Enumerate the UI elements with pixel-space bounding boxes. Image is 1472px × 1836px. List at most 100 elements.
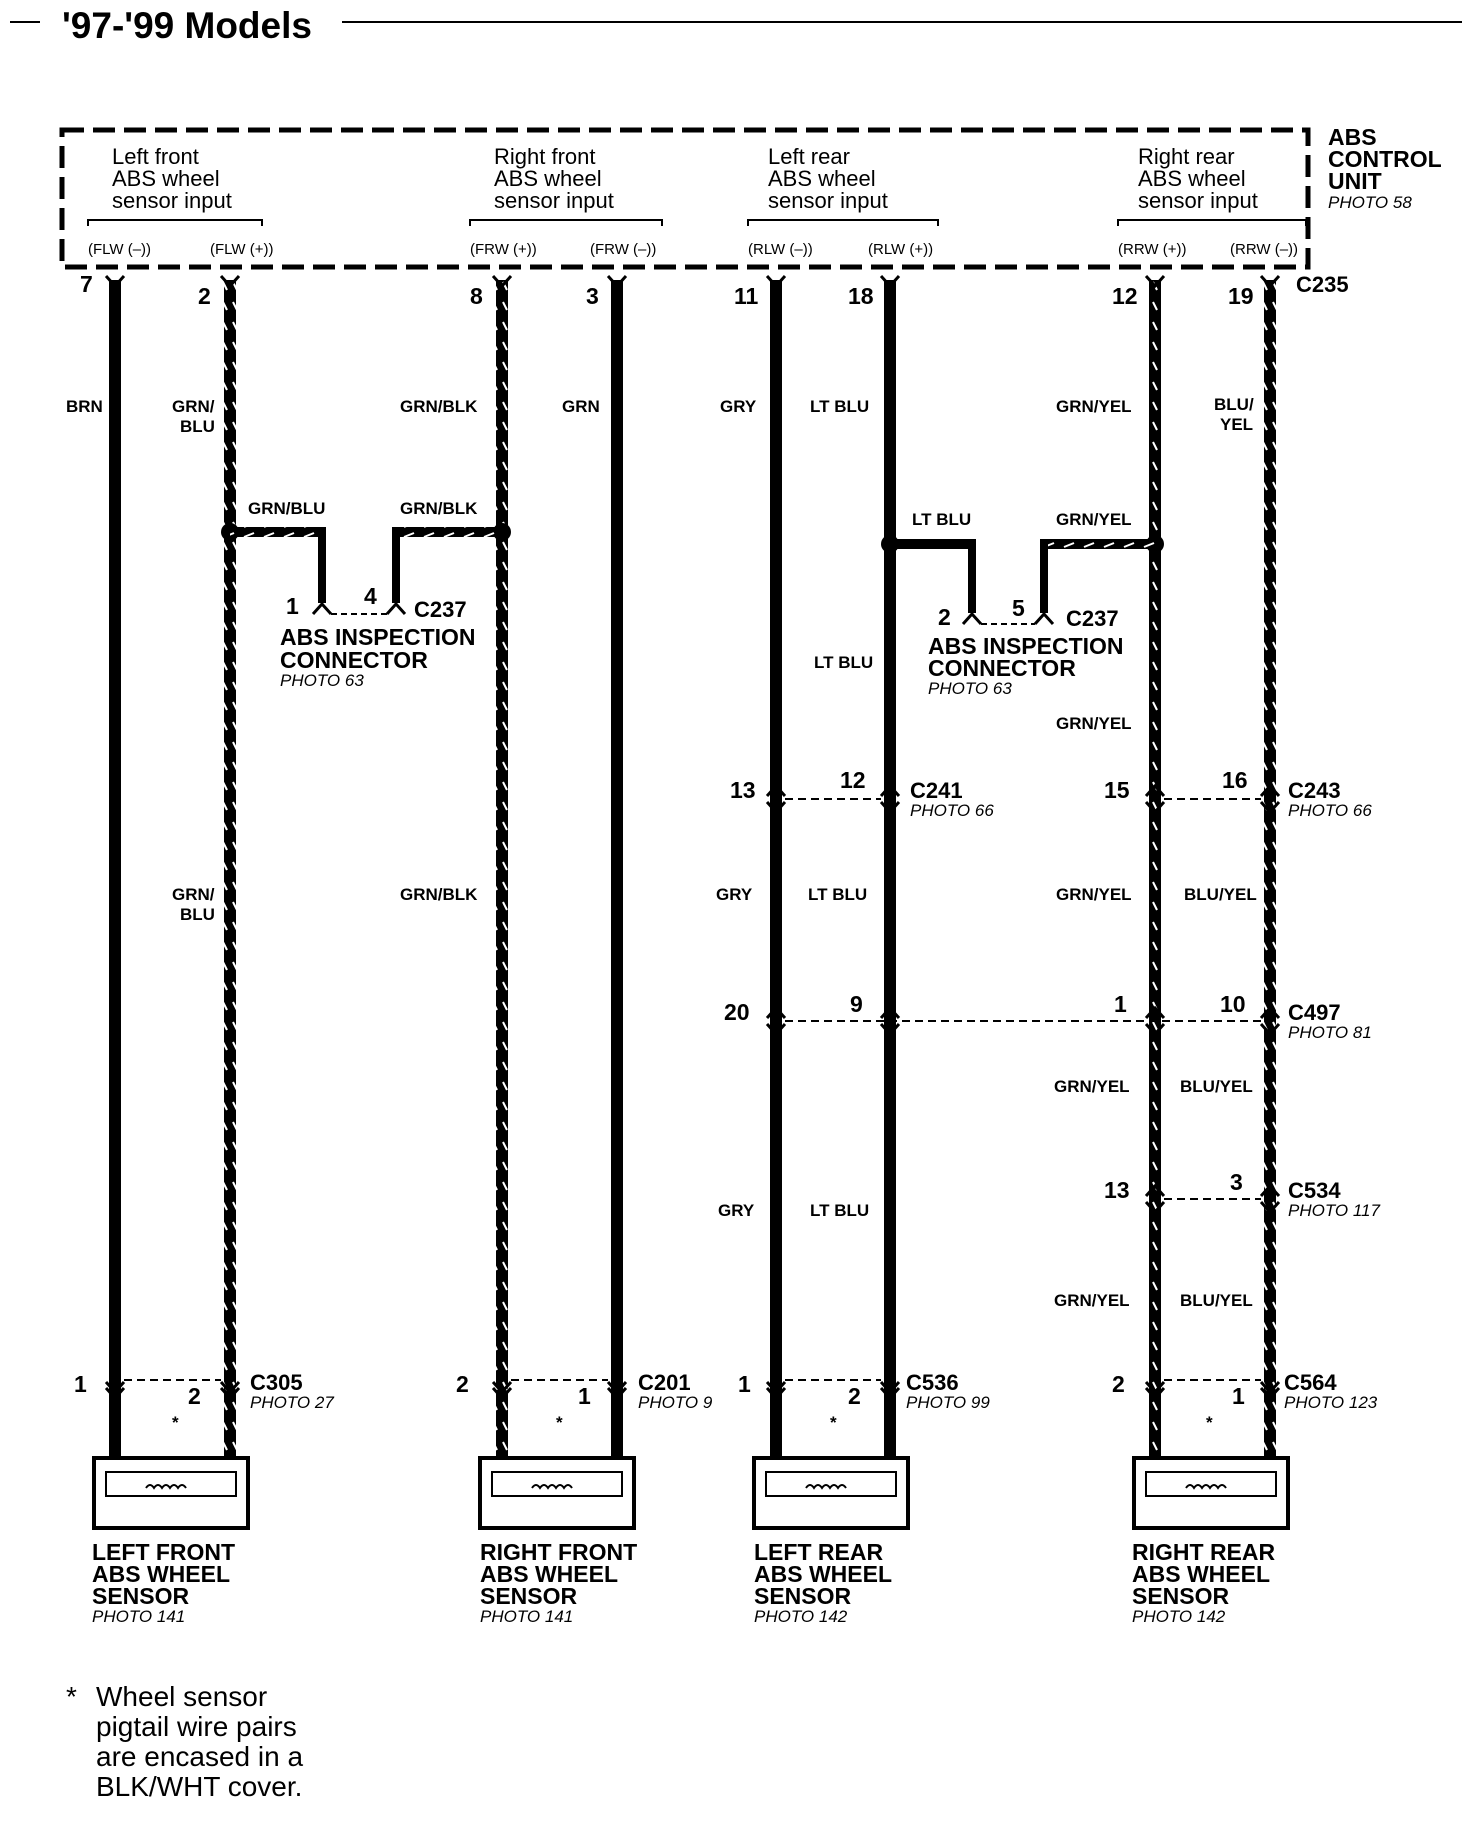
wire-grn bbox=[611, 280, 623, 1458]
sensor-boxes bbox=[92, 1456, 1290, 1530]
page-title: '97-'99 Models bbox=[10, 5, 1462, 46]
label-gry-5: GRY bbox=[718, 1201, 755, 1220]
pin-2: 2 bbox=[198, 283, 211, 309]
label-grnyel-6: GRN/YEL bbox=[1054, 1291, 1130, 1310]
sensor-rf-2: ABS WHEEL bbox=[480, 1561, 618, 1587]
c201-photo: PHOTO 9 bbox=[638, 1393, 713, 1412]
label-ltblu-h: LT BLU bbox=[912, 510, 971, 529]
sensor-connectors: * * * * 1 2 C305 PHOTO 27 2 1 C201 PHOTO… bbox=[74, 1370, 1378, 1432]
term-rlw-pos: (RLW (+)) bbox=[868, 241, 933, 258]
sensor-rf-photo: PHOTO 141 bbox=[480, 1607, 573, 1626]
rr-input-2: ABS wheel bbox=[1138, 166, 1246, 191]
c241-photo: PHOTO 66 bbox=[910, 801, 994, 820]
label-bluyel-3: BLU/YEL bbox=[1184, 885, 1257, 904]
label-ltblu-3: LT BLU bbox=[808, 885, 867, 904]
wires bbox=[109, 280, 1276, 1458]
rf-bracket bbox=[469, 219, 663, 226]
insp-left-photo: PHOTO 63 bbox=[280, 671, 364, 690]
rf-input-3: sensor input bbox=[494, 188, 614, 213]
insp-left-pin-b: 4 bbox=[364, 583, 377, 609]
sensor-rr-3: SENSOR bbox=[1132, 1583, 1230, 1609]
c241-pin-b: 12 bbox=[840, 767, 866, 793]
label-gry-3: GRY bbox=[716, 885, 753, 904]
c564-label: C564 bbox=[1284, 1370, 1337, 1395]
insp-right-label-2: CONNECTOR bbox=[928, 655, 1076, 681]
sensor-rf-3: SENSOR bbox=[480, 1583, 578, 1609]
term-rrw-neg: (RRW (–)) bbox=[1230, 241, 1298, 258]
terminal-names: (FLW (–)) (FLW (+)) (FRW (+)) (FRW (–)) … bbox=[88, 241, 1298, 258]
c201-pin-a: 2 bbox=[456, 1371, 469, 1397]
c534-label: C534 bbox=[1288, 1178, 1341, 1203]
unit-pin-numbers: 7 2 8 3 11 18 12 19 bbox=[80, 271, 1254, 309]
lf-input-2: ABS wheel bbox=[112, 166, 220, 191]
c305-label: C305 bbox=[250, 1370, 303, 1395]
insp-right-pin-a: 2 bbox=[938, 604, 951, 630]
term-flw-neg: (FLW (–)) bbox=[88, 241, 151, 258]
insp-left-pin-a: 1 bbox=[286, 593, 299, 619]
c305-photo: PHOTO 27 bbox=[250, 1393, 334, 1412]
lr-input-3: sensor input bbox=[768, 188, 888, 213]
label-ltblu-2: LT BLU bbox=[814, 653, 873, 672]
c235-pins bbox=[104, 274, 1281, 289]
rf-input-1: Right front bbox=[494, 144, 596, 169]
term-flw-pos: (FLW (+)) bbox=[210, 241, 273, 258]
pin-8: 8 bbox=[470, 283, 483, 309]
sensor-lf bbox=[92, 1456, 250, 1530]
insp-right-photo: PHOTO 63 bbox=[928, 679, 1012, 698]
pin-18: 18 bbox=[848, 283, 874, 309]
label-bluyel-a: BLU/ bbox=[1214, 395, 1254, 414]
wire-grn-yel bbox=[1149, 280, 1161, 1458]
c305-pin-a: 1 bbox=[74, 1371, 87, 1397]
c241-pin-a: 13 bbox=[730, 777, 756, 803]
insp-right-connector: C237 bbox=[1066, 606, 1119, 631]
label-grnyel-4: GRN/YEL bbox=[1054, 1077, 1130, 1096]
label-grnblk-h: GRN/BLK bbox=[400, 499, 478, 518]
rr-input-3: sensor input bbox=[1138, 188, 1258, 213]
c534-pin-a: 13 bbox=[1104, 1177, 1130, 1203]
sensor-rr-2: ABS WHEEL bbox=[1132, 1561, 1270, 1587]
wire-color-labels-mid: LT BLU GRN/YEL GRN/ BLU GRN/BLK bbox=[172, 653, 1132, 924]
label-grnyel: GRN/YEL bbox=[1056, 397, 1132, 416]
label-grnyel-2: GRN/YEL bbox=[1056, 714, 1132, 733]
wire-brn bbox=[109, 280, 121, 1458]
insp-right-pin-b: 5 bbox=[1012, 595, 1025, 621]
c201-label: C201 bbox=[638, 1370, 691, 1395]
sensor-lr-3: SENSOR bbox=[754, 1583, 852, 1609]
input-headers: Left front ABS wheel sensor input Right … bbox=[87, 144, 1307, 226]
sensor-rr bbox=[1132, 1456, 1290, 1530]
unit-label-2: CONTROL bbox=[1328, 146, 1442, 172]
unit-label-1: ABS bbox=[1328, 124, 1377, 150]
insp-left-label-2: CONNECTOR bbox=[280, 647, 428, 673]
wire-color-labels-top: BRN GRN/ BLU GRN/BLK GRN GRY LT BLU GRN/… bbox=[66, 395, 1254, 436]
pigtail-mark-rr: * bbox=[1206, 1413, 1213, 1432]
label-brn: BRN bbox=[66, 397, 103, 416]
wire-color-labels-lower: GRY LT BLU GRN/YEL BLU/YEL GRN/YEL BLU/Y… bbox=[716, 885, 1257, 1310]
label-grnblu-b: BLU bbox=[180, 417, 215, 436]
insp-right-label-1: ABS INSPECTION bbox=[928, 633, 1124, 659]
footnote-mark: * bbox=[66, 1681, 77, 1712]
c243-label: C243 bbox=[1288, 778, 1341, 803]
pigtail-mark-lr: * bbox=[830, 1413, 837, 1432]
c305-pin-b: 2 bbox=[188, 1383, 201, 1409]
term-frw-neg: (FRW (–)) bbox=[590, 241, 656, 258]
insp-left-label-1: ABS INSPECTION bbox=[280, 624, 476, 650]
rr-bracket bbox=[1117, 219, 1307, 226]
label-grnblk: GRN/BLK bbox=[400, 397, 478, 416]
lf-input-3: sensor input bbox=[112, 188, 232, 213]
label-grnblu-a: GRN/ bbox=[172, 397, 215, 416]
label-bluyel-4: BLU/YEL bbox=[1180, 1077, 1253, 1096]
sensor-rf-1: RIGHT FRONT bbox=[480, 1539, 637, 1565]
term-rrw-pos: (RRW (+)) bbox=[1118, 241, 1186, 258]
pin-7: 7 bbox=[80, 271, 93, 297]
label-grn: GRN bbox=[562, 397, 600, 416]
label-ltblu: LT BLU bbox=[810, 397, 869, 416]
left-inspection-branch: GRN/BLU GRN/BLK 1 4 C237 ABS INSPECTION … bbox=[221, 499, 511, 690]
lf-input-1: Left front bbox=[112, 144, 199, 169]
sensor-lf-1: LEFT FRONT bbox=[92, 1539, 235, 1565]
c243-pin-b: 16 bbox=[1222, 767, 1248, 793]
abs-control-unit: ABS CONTROL UNIT PHOTO 58 C235 bbox=[59, 124, 1442, 297]
rr-input-1: Right rear bbox=[1138, 144, 1235, 169]
sensor-rr-photo: PHOTO 142 bbox=[1132, 1607, 1226, 1626]
pigtail-mark-lf: * bbox=[172, 1413, 179, 1432]
